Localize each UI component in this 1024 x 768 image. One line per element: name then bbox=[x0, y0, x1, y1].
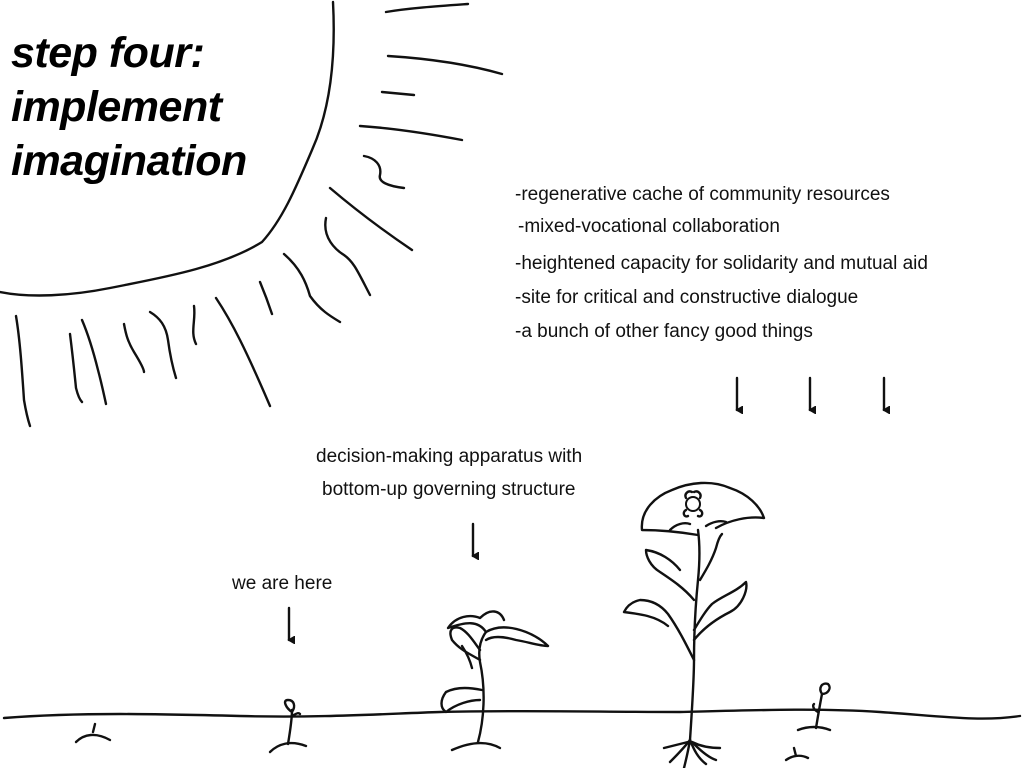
benefit-item: -site for critical and constructive dial… bbox=[515, 287, 859, 308]
sun-outline bbox=[0, 0, 335, 297]
sprout-right bbox=[784, 682, 832, 762]
benefit-item: -regenerative cache of community resourc… bbox=[515, 184, 890, 205]
title-line-2: implement bbox=[11, 83, 222, 131]
flowering-plant bbox=[622, 481, 766, 768]
benefit-item: -mixed-vocational collaboration bbox=[518, 216, 780, 237]
title-line-1: step four: bbox=[11, 29, 205, 77]
sun-rays bbox=[14, 2, 504, 428]
decision-label-line-2: bottom-up governing structure bbox=[322, 479, 576, 500]
benefit-item: -heightened capacity for solidarity and … bbox=[515, 253, 928, 274]
young-plant bbox=[440, 610, 550, 752]
title-line-3: imagination bbox=[11, 137, 247, 185]
sprout-emerging bbox=[74, 722, 112, 744]
we-are-here-label: we are here bbox=[232, 573, 333, 594]
benefit-item: -a bunch of other fancy good things bbox=[515, 321, 813, 342]
decision-label-line-1: decision-making apparatus with bbox=[316, 446, 583, 467]
slide-title: step four: implement imagination bbox=[11, 26, 247, 188]
ground-line bbox=[2, 708, 1022, 720]
sprout-small bbox=[268, 698, 308, 754]
